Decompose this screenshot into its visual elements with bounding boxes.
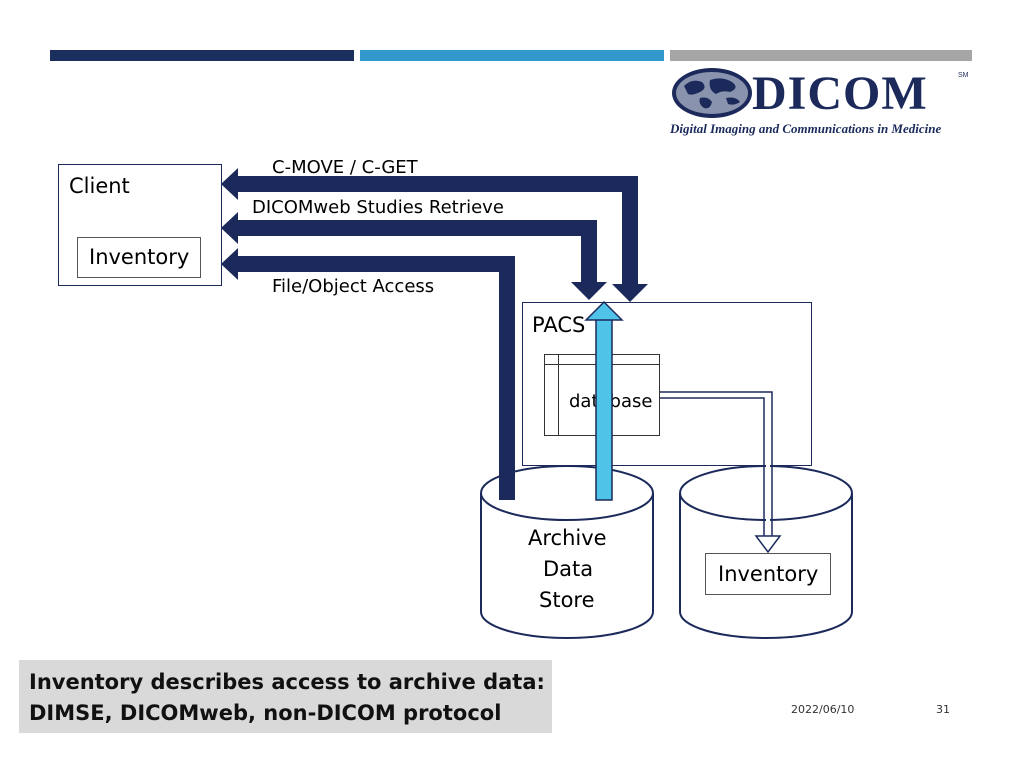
client-label: Client: [69, 174, 130, 198]
archive-label-line3: Store: [539, 588, 595, 612]
logo-wordmark: DICOM: [752, 67, 928, 120]
file-access-label: File/Object Access: [272, 276, 435, 297]
database-to-inventory-arrow: [660, 391, 782, 554]
header-bar-gray: [670, 50, 972, 61]
logo-tagline: Digital Imaging and Communications in Me…: [670, 121, 942, 136]
archive-label-line2: Data: [543, 557, 594, 581]
pacs-label: PACS: [532, 313, 586, 337]
header-bar-dark: [50, 50, 354, 61]
dicomweb-label: DICOMweb Studies Retrieve: [252, 197, 504, 218]
archive-to-pacs-arrow: [584, 300, 624, 501]
database-column-line: [558, 354, 559, 436]
cmove-label: C-MOVE / C-GET: [272, 157, 418, 178]
summary-box: [19, 660, 552, 733]
summary-text: Inventory describes access to archive da…: [29, 667, 545, 729]
logo-service-mark: SM: [958, 72, 969, 79]
client-inventory-label: Inventory: [89, 245, 190, 269]
summary-line-2: DIMSE, DICOMweb, non-DICOM protocol: [29, 701, 502, 725]
slide-date: 2022/06/10: [791, 703, 855, 716]
client-inventory-box: [77, 237, 201, 278]
archive-label-line1: Archive: [528, 526, 607, 550]
header-bar-blue: [360, 50, 664, 61]
cmove-arrow: [221, 168, 648, 302]
store-inventory-label: Inventory: [718, 562, 819, 586]
globe-icon: [672, 68, 752, 118]
store-inventory-box: [705, 553, 831, 595]
dicomweb-arrow: [221, 212, 607, 300]
summary-line-1: Inventory describes access to archive da…: [29, 670, 545, 694]
slide-number: 31: [936, 703, 950, 716]
file-access-arrow: [221, 248, 515, 500]
